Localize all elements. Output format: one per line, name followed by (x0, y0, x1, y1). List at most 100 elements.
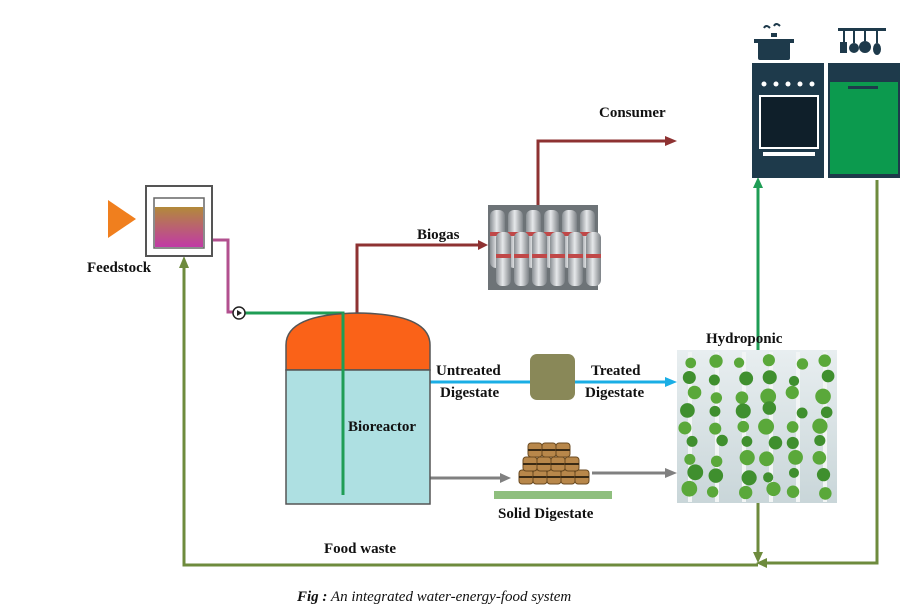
hydroponic-waste-arrowhead (753, 552, 763, 563)
cylinder-band (580, 232, 595, 236)
plant-leaf (685, 357, 697, 369)
cylinder-band (550, 254, 565, 258)
consumer-label: Consumer (599, 105, 666, 121)
consumer-flow-line (536, 139, 665, 205)
bale-strap (551, 463, 565, 465)
stove-knob (785, 81, 791, 87)
plant-leaf (766, 481, 781, 497)
bioreactor-label: Bioreactor (348, 419, 416, 435)
gas-cylinder (532, 232, 547, 286)
caption-prefix: Fig : (296, 589, 327, 605)
plant-leaf (762, 401, 777, 415)
plant-leaf (735, 403, 751, 419)
bale-strap (565, 463, 579, 465)
plant-leaf (710, 392, 723, 404)
plant-leaf (678, 421, 692, 435)
plant-leaf (739, 371, 754, 386)
plant-leaf (788, 467, 799, 478)
plant-leaf (785, 385, 799, 400)
plant-leaf (815, 388, 831, 405)
plant-leaf (762, 370, 777, 385)
plant-leaf (741, 470, 757, 486)
food-waste-label: Food waste (324, 541, 396, 557)
plant-leaf (687, 464, 704, 481)
plant-leaf (709, 422, 722, 435)
cylinder-band (544, 232, 559, 236)
plant-leaf (709, 354, 723, 368)
plant-leaf (735, 391, 749, 405)
bale-strap (528, 449, 542, 451)
digestate-treatment-unit (530, 354, 575, 400)
cylinder-band (568, 254, 583, 258)
plant-leaf (682, 370, 696, 384)
plant-leaf (812, 418, 828, 434)
pump-icon (232, 306, 246, 320)
plant-leaf (710, 455, 723, 468)
biogas-flow-line (355, 243, 478, 313)
feedstock-tank (145, 185, 213, 257)
bale-strap (523, 463, 537, 465)
plant-leaf (737, 420, 750, 433)
plant-leaf (733, 357, 745, 368)
cylinder-band (562, 232, 577, 236)
plant-leaf (796, 358, 809, 370)
utensils-icon (838, 28, 886, 55)
food-waste-arrowhead-kitchen (756, 558, 767, 568)
gas-cylinder (514, 232, 529, 286)
plant-leaf (716, 434, 728, 447)
cylinder-band (532, 254, 547, 258)
plant-leaf (741, 436, 753, 447)
plant-leaf (759, 451, 774, 467)
treated-label-line1: Treated (591, 363, 641, 379)
caption-text: An integrated water-energy-food system (327, 589, 571, 605)
cylinder-band (490, 232, 505, 236)
cylinder-band (586, 254, 601, 258)
bale-strap (547, 476, 561, 478)
stove-knob (809, 81, 815, 87)
gas-cylinder (496, 232, 511, 286)
bioreactor-tank (285, 312, 431, 505)
biogas-label: Biogas (417, 227, 460, 243)
plant-leaf (684, 453, 696, 465)
plant-leaf (686, 435, 698, 447)
gas-cylinder (550, 232, 565, 286)
stove-knob (797, 81, 803, 87)
cylinder-band (514, 254, 529, 258)
untreated-label-line1: Untreated (436, 363, 501, 379)
figure-caption: Fig : An integrated water-energy-food sy… (296, 589, 571, 605)
feed-input-arrow-icon (108, 200, 136, 238)
bale-strap (542, 449, 556, 451)
plant-leaf (681, 480, 698, 497)
plant-leaf (788, 450, 803, 465)
plant-leaf (706, 486, 719, 498)
solid-arrowhead-out (665, 468, 677, 478)
bale-strap (519, 476, 533, 478)
plant-leaf (768, 435, 783, 450)
solid-arrowhead-in (500, 473, 511, 483)
plant-leaf (739, 485, 753, 500)
cylinder-band (526, 232, 541, 236)
bale-strap (561, 476, 575, 478)
cylinder-band (496, 254, 511, 258)
plant-leaf (821, 369, 835, 383)
kitchen-arrowhead (753, 177, 763, 188)
bale-strap (575, 476, 589, 478)
consumer-arrowhead (665, 136, 677, 146)
plant-leaf (786, 421, 799, 433)
food-waste-loop (767, 180, 879, 565)
plant-leaf (786, 485, 800, 498)
plant-leaf (816, 468, 831, 482)
hydroponic-label: Hydroponic (706, 331, 783, 347)
plant-leaf (758, 418, 775, 435)
plant-leaf (760, 388, 777, 405)
bale-strap (556, 449, 570, 451)
plant-leaf (814, 434, 826, 447)
biogas-arrowhead (478, 240, 488, 250)
plant-leaf (788, 375, 800, 387)
plant-leaf (762, 354, 775, 367)
food-waste-return-line (182, 268, 758, 567)
solid-digestate-bales (494, 442, 612, 499)
plant-leaf (680, 403, 695, 418)
plant-leaf (796, 407, 808, 419)
